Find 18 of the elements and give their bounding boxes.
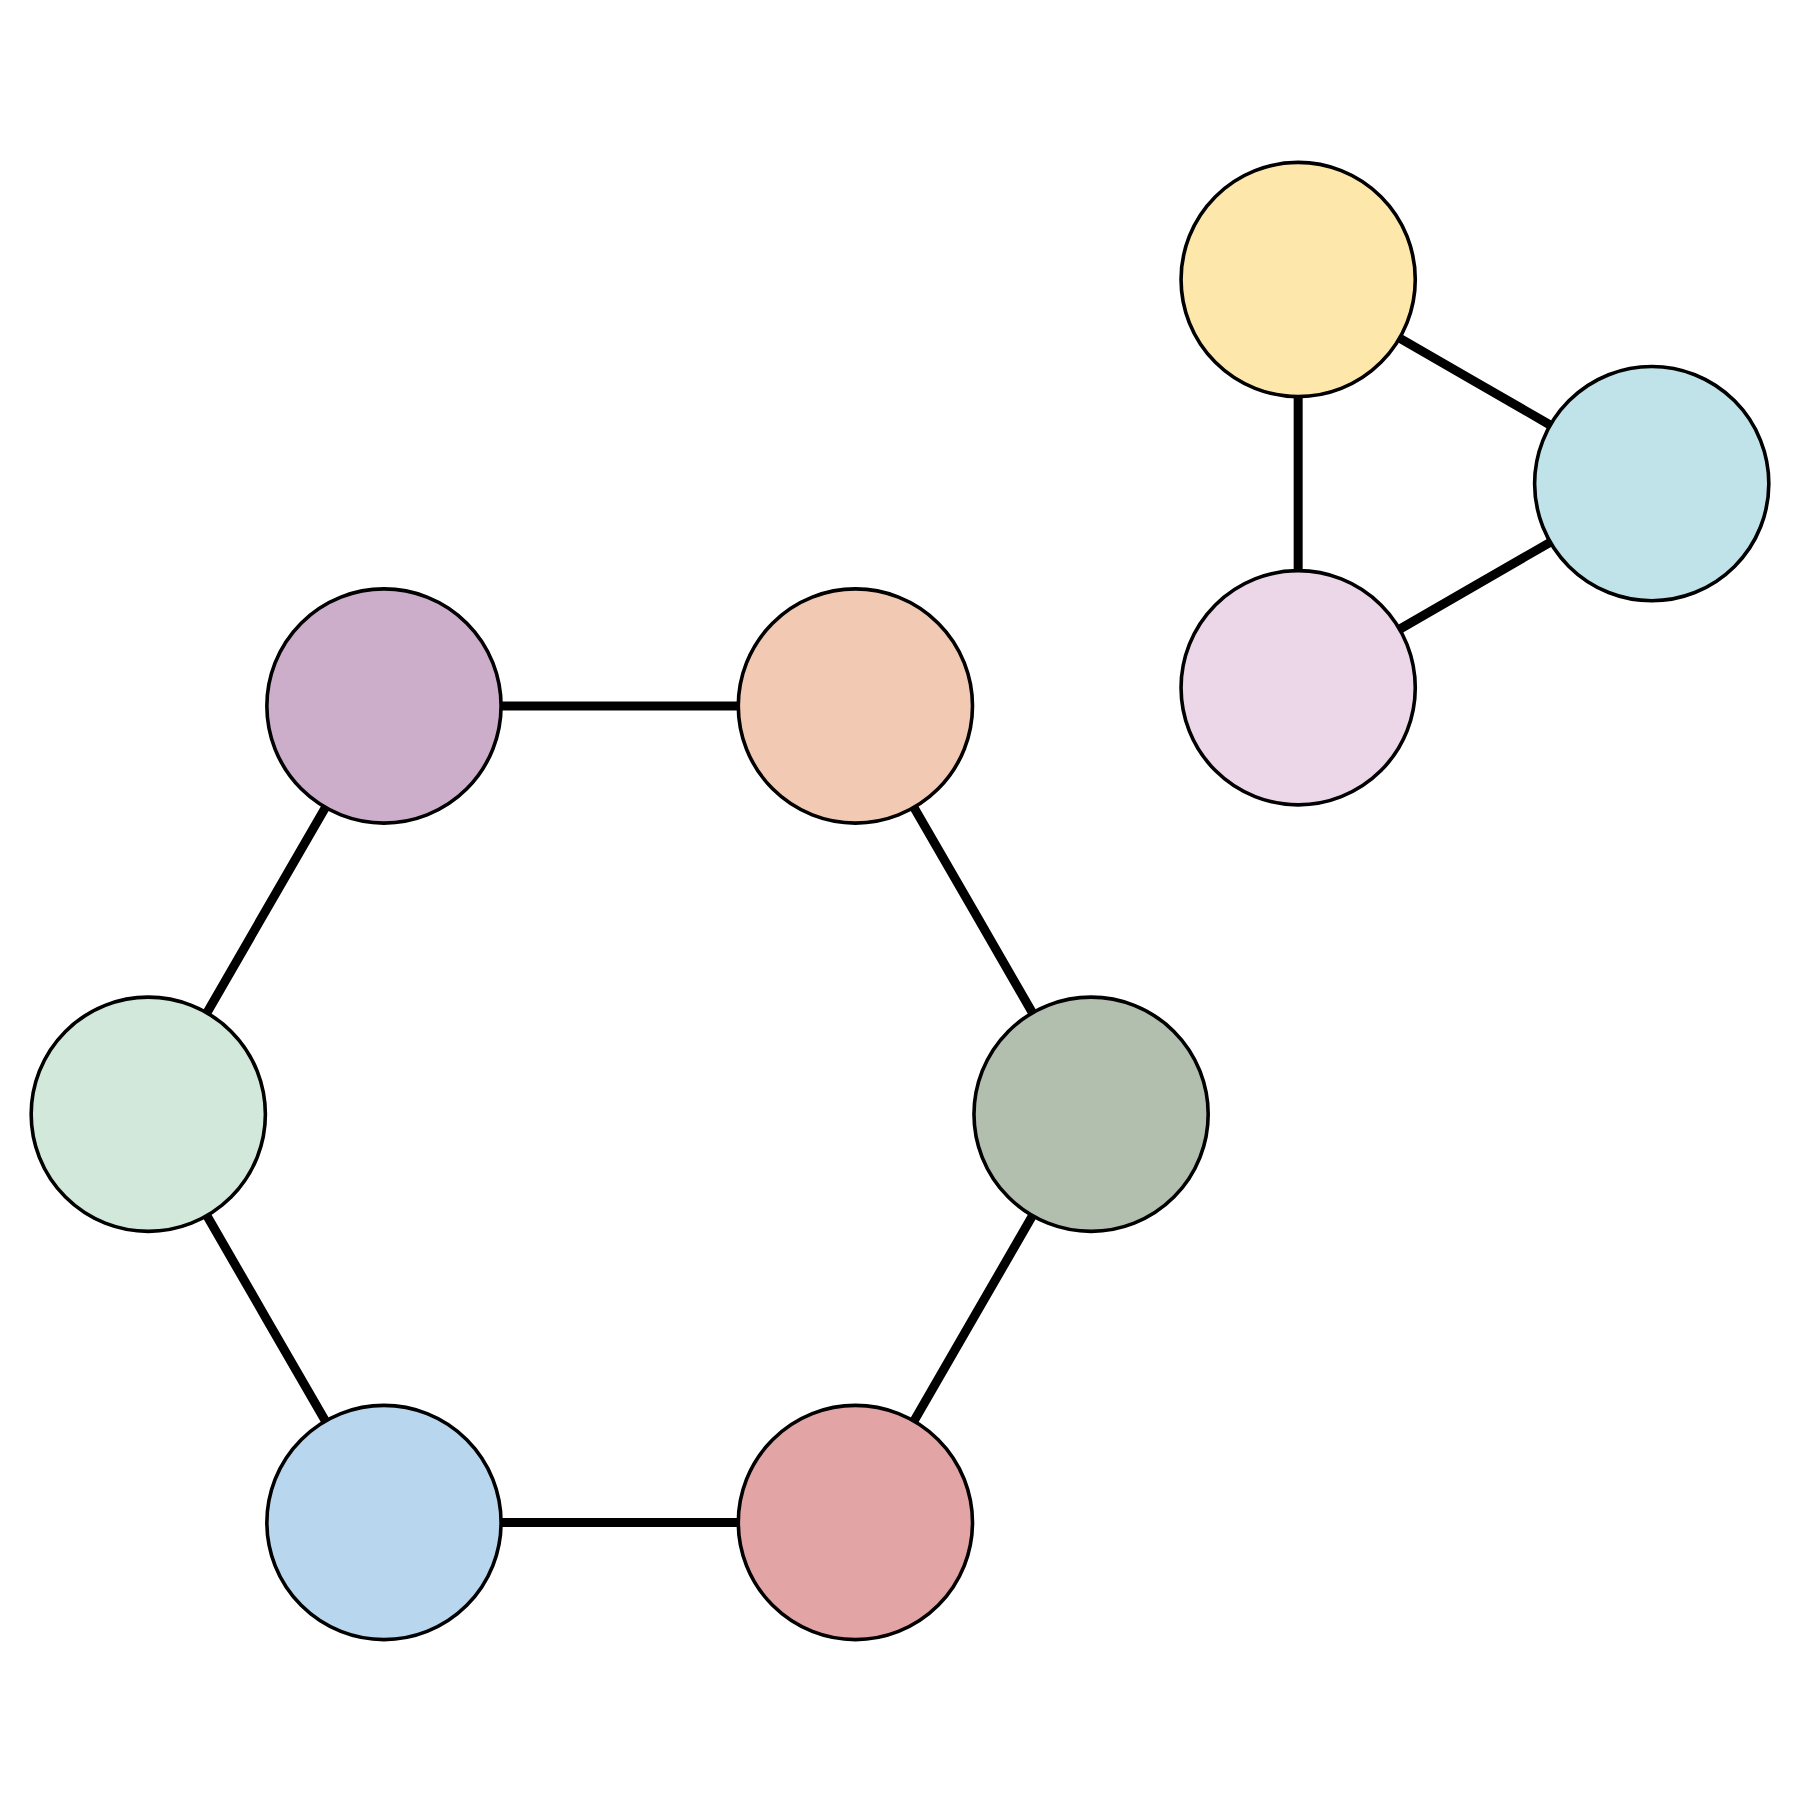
node-circle: [265, 1402, 503, 1641]
connector: [203, 804, 330, 1014]
node-circle: [29, 994, 268, 1233]
connector: [501, 1516, 738, 1526]
connector: [1398, 537, 1552, 632]
connector: [203, 1213, 330, 1422]
node-circle: [972, 994, 1210, 1233]
connector: [1293, 396, 1303, 569]
connector: [910, 1213, 1037, 1422]
connector: [910, 804, 1037, 1014]
node-circle: [1179, 159, 1418, 398]
node-circle: [736, 586, 975, 824]
node-circle: [1532, 363, 1771, 602]
node-circle: [265, 586, 503, 824]
connector: [501, 700, 738, 710]
node-circle: [1179, 567, 1418, 806]
connector: [1398, 333, 1552, 428]
node-circle: [736, 1402, 975, 1641]
